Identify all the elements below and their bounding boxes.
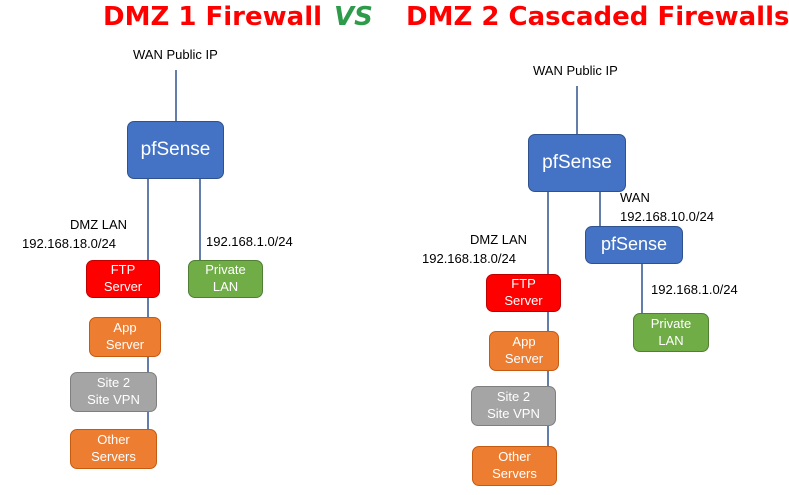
- left-dmz-subnet: 192.168.18.0/24: [22, 236, 116, 251]
- left-ftp-line2: Server: [103, 279, 143, 294]
- left-app-line1: App: [113, 320, 137, 336]
- right-other-line2: Servers: [492, 466, 537, 481]
- left-ftp-line1: FTP: [110, 262, 136, 278]
- left-vpn-server: Site 2 Site VPN: [70, 372, 157, 412]
- left-other-line1: Other: [97, 432, 130, 448]
- left-app-line2: Server: [105, 337, 145, 352]
- left-private-lan: Private LAN: [188, 260, 263, 298]
- left-pfsense-box: pfSense: [127, 121, 224, 179]
- right-private-lan: Private LAN: [633, 313, 709, 352]
- left-dmz-label: DMZ LAN: [70, 217, 128, 232]
- right-lan-subnet: 192.168.1.0/24: [651, 282, 738, 297]
- left-wan-label: WAN Public IP: [133, 47, 218, 62]
- right-private-line1: Private: [650, 315, 692, 331]
- right-ftp-line1: FTP: [511, 276, 536, 292]
- left-lan-subnet: 192.168.1.0/24: [206, 234, 293, 249]
- left-other-line2: Servers: [91, 449, 136, 464]
- left-private-line2: LAN: [212, 279, 239, 294]
- right-pfsense-box: pfSense: [528, 134, 626, 192]
- right-private-line2: LAN: [658, 332, 684, 348]
- right-dmz-subnet: 192.168.18.0/24: [422, 251, 516, 266]
- right-inner-pfsense-box: pfSense: [585, 226, 683, 264]
- right-wan-link-label: WAN: [620, 190, 650, 205]
- right-vpn-server: Site 2 Site VPN: [471, 386, 556, 426]
- left-other-servers: Other Servers: [70, 429, 157, 469]
- left-app-server: App Server: [89, 317, 161, 357]
- vs-label: VS: [334, 2, 373, 32]
- right-app-server: App Server: [489, 331, 559, 371]
- right-other-line1: Other: [498, 449, 531, 465]
- left-private-line1: Private: [205, 262, 246, 278]
- right-wan-label: WAN Public IP: [533, 63, 618, 78]
- right-app-line1: App: [512, 334, 536, 350]
- right-vpn-line1: Site 2: [496, 389, 531, 405]
- right-ftp-line2: Server: [504, 293, 543, 308]
- right-inner-pfsense-label: pfSense: [600, 234, 668, 255]
- right-dmz-label: DMZ LAN: [470, 232, 528, 247]
- left-ftp-server: FTP Server: [86, 260, 160, 298]
- left-pfsense-label: pfSense: [140, 138, 211, 160]
- left-vpn-line1: Site 2: [96, 375, 131, 391]
- right-other-servers: Other Servers: [472, 446, 557, 486]
- right-vpn-line2: Site VPN: [487, 406, 540, 421]
- right-pfsense-label: pfSense: [542, 151, 612, 173]
- left-title: DMZ 1 Firewall: [103, 2, 323, 32]
- right-title: DMZ 2 Cascaded Firewalls: [406, 2, 789, 32]
- right-app-line2: Server: [504, 351, 544, 366]
- right-ftp-server: FTP Server: [486, 274, 561, 312]
- right-wan-subnet: 192.168.10.0/24: [620, 209, 714, 224]
- left-vpn-line2: Site VPN: [87, 392, 140, 407]
